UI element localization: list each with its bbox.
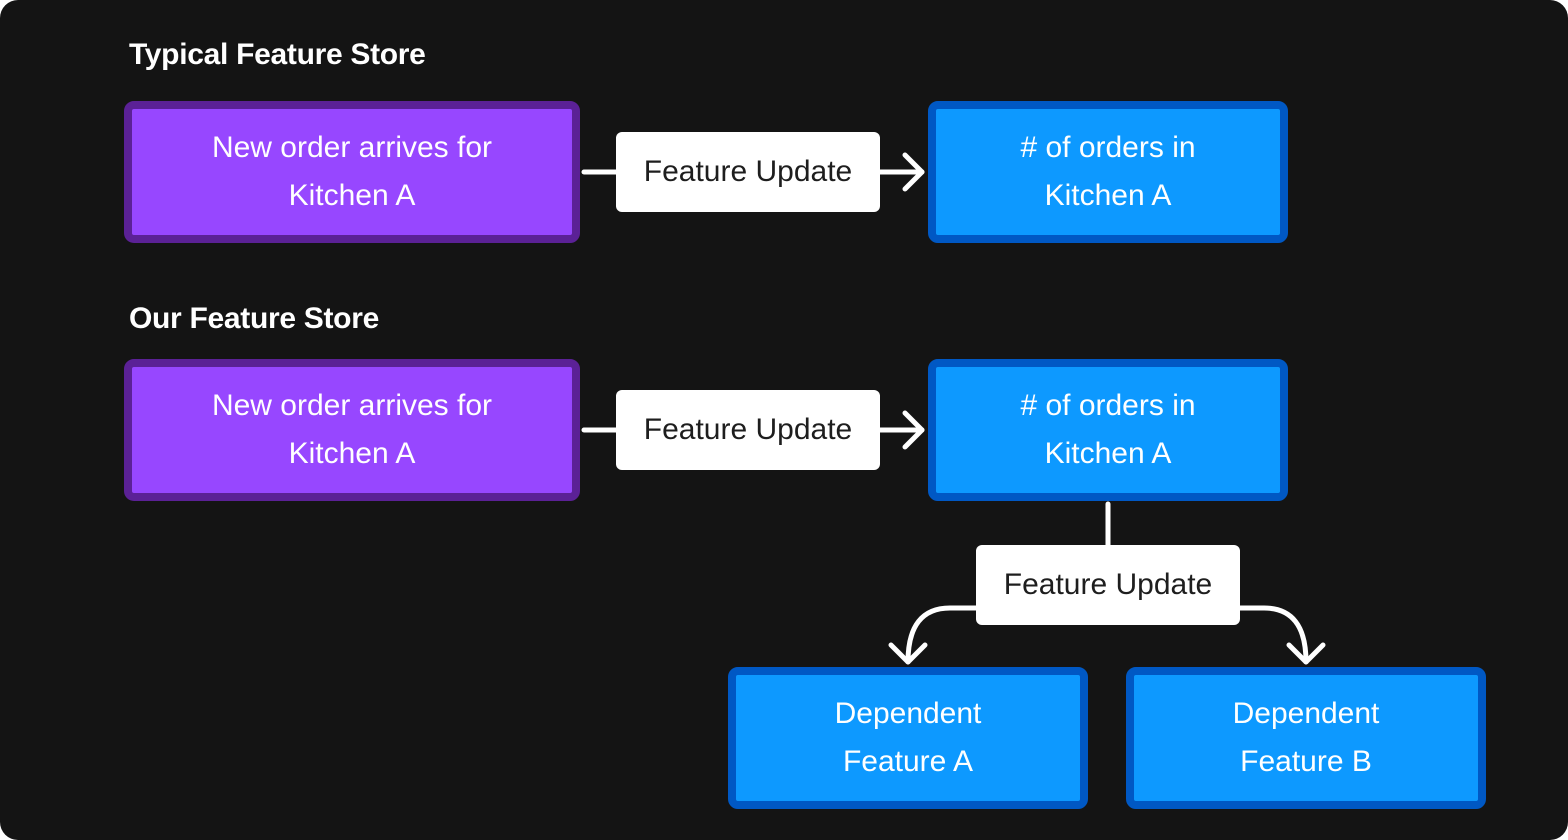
feature-node-typical-line1: # of orders in <box>1020 131 1196 164</box>
edge-label-typical: Feature Update <box>616 132 880 212</box>
connector-fanout-left <box>905 605 988 665</box>
event-node-typical-line2: Kitchen A <box>288 179 416 212</box>
arrowhead-dependent-a-icon <box>888 642 928 665</box>
feature-node-typical: # of orders in Kitchen A <box>928 101 1288 243</box>
event-node-ours-line1: New order arrives for <box>211 389 493 422</box>
feature-node-ours-line2: Kitchen A <box>1044 437 1172 470</box>
section-title-ours: Our Feature Store <box>129 302 379 335</box>
connector-fanout-right <box>1228 605 1309 665</box>
arrowhead-ours-icon <box>902 410 925 450</box>
event-node-typical-line1: New order arrives for <box>211 131 493 164</box>
event-node-ours-line2: Kitchen A <box>288 437 416 470</box>
edge-label-ours: Feature Update <box>616 390 880 470</box>
dependent-feature-a-line2: Feature A <box>842 745 974 778</box>
feature-node-typical-line2: Kitchen A <box>1044 179 1172 212</box>
event-node-typical: New order arrives for Kitchen A <box>124 101 580 243</box>
arrowhead-dependent-b-icon <box>1286 642 1326 665</box>
fanout-label: Feature Update <box>976 545 1240 625</box>
dependent-feature-a-line1: Dependent <box>834 697 982 730</box>
arrowhead-typical-icon <box>902 152 925 192</box>
feature-node-ours-line1: # of orders in <box>1020 389 1196 422</box>
feature-node-ours: # of orders in Kitchen A <box>928 359 1288 501</box>
section-title-typical: Typical Feature Store <box>129 38 426 71</box>
dependent-feature-b-line1: Dependent <box>1232 697 1380 730</box>
event-node-ours: New order arrives for Kitchen A <box>124 359 580 501</box>
dependent-feature-a-node: Dependent Feature A <box>728 667 1088 809</box>
dependent-feature-b-node: Dependent Feature B <box>1126 667 1486 809</box>
dependent-feature-b-line2: Feature B <box>1240 745 1372 778</box>
